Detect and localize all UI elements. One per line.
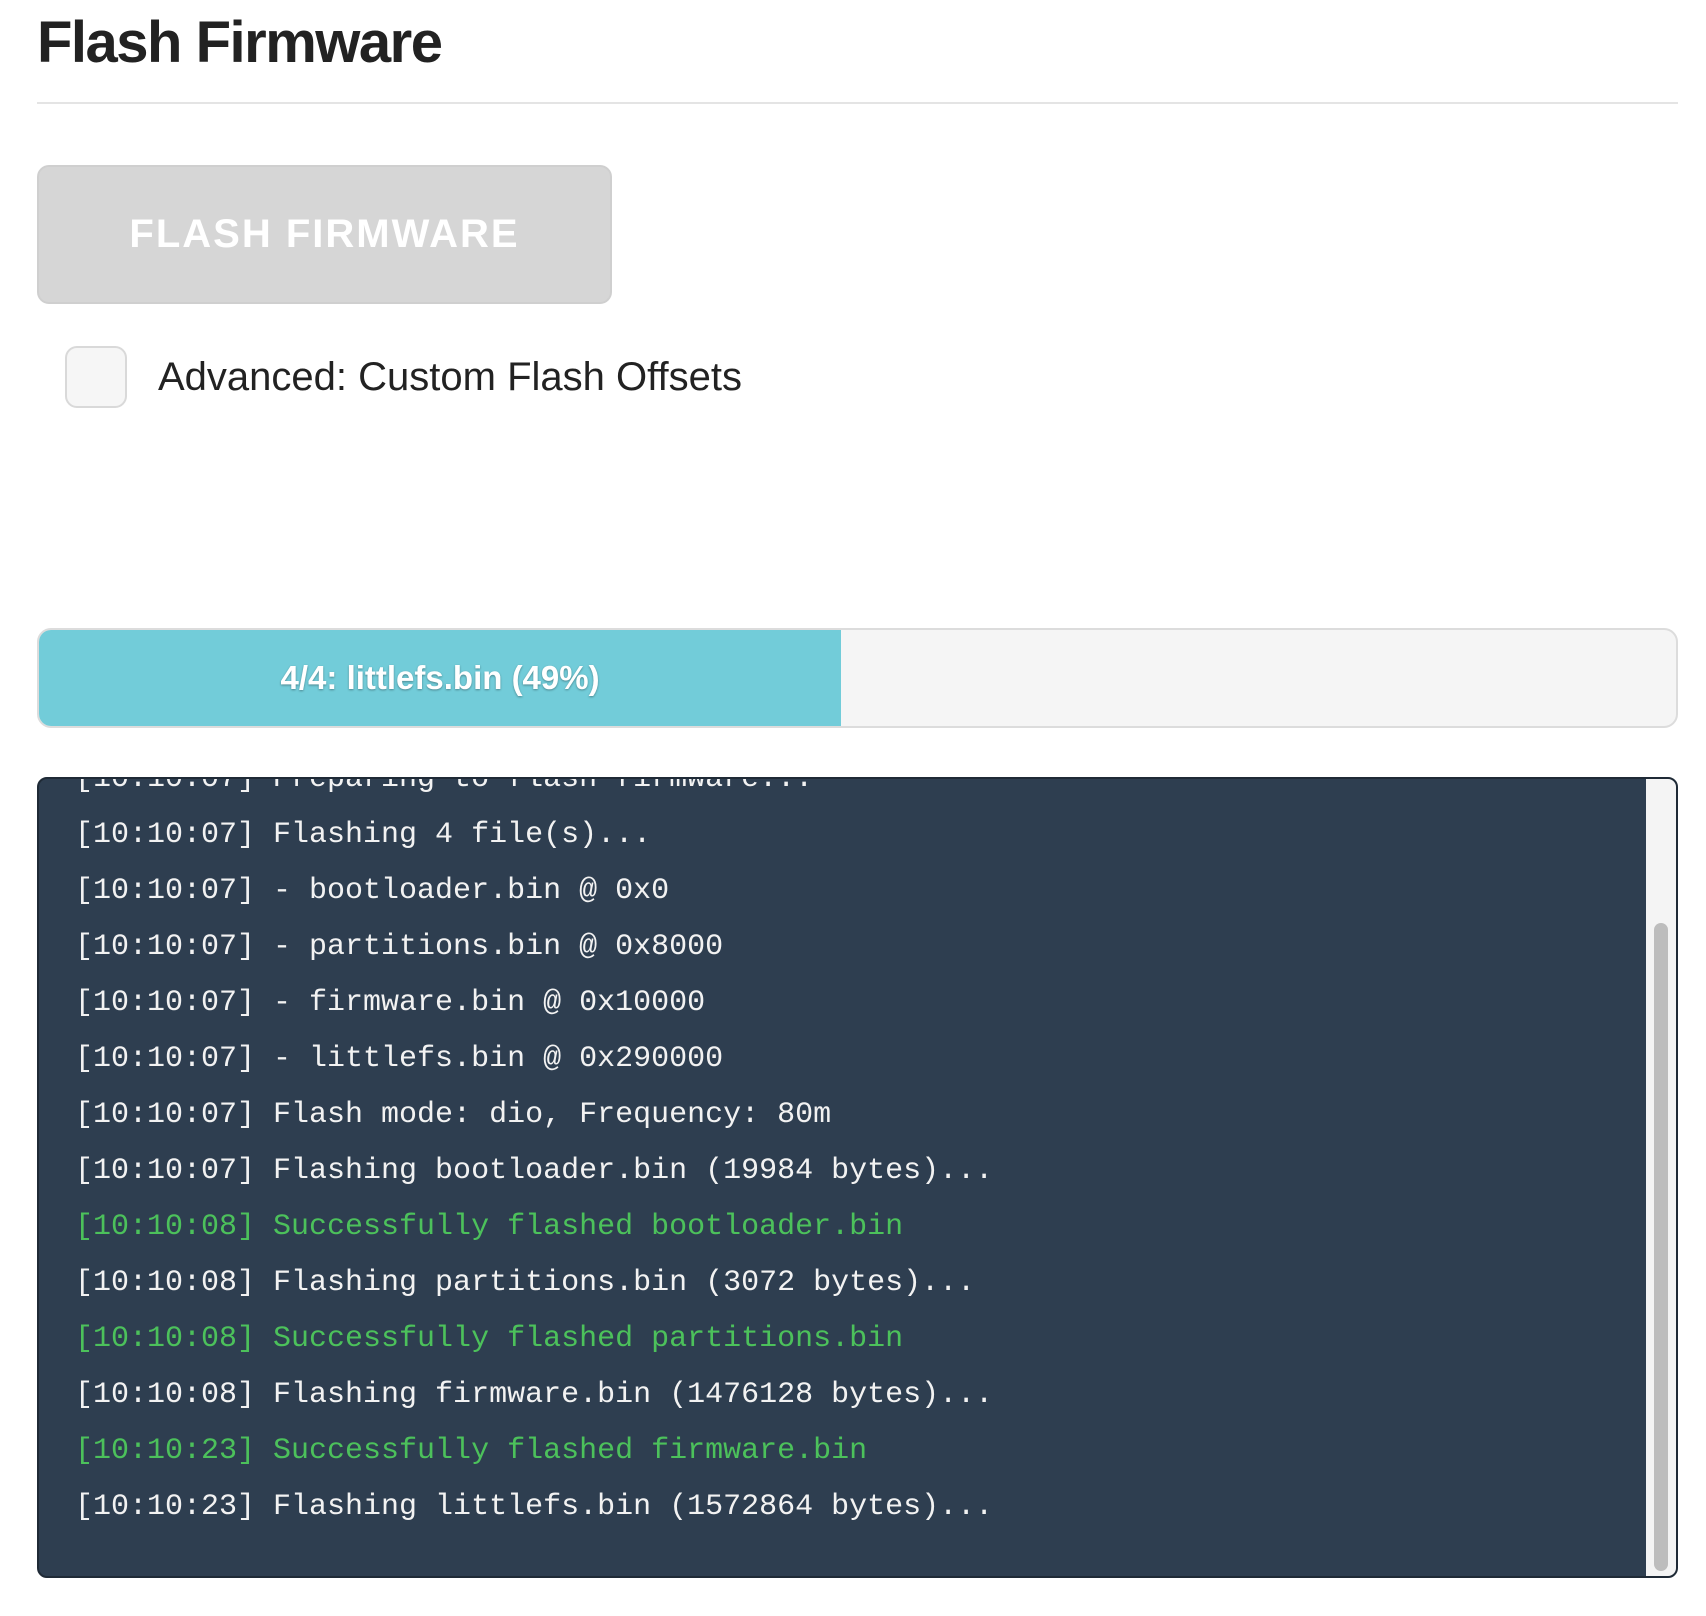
log-line: [10:10:07] - bootloader.bin @ 0x0 (75, 874, 670, 908)
advanced-offsets-option[interactable]: Advanced: Custom Flash Offsets (65, 344, 742, 410)
log-line: [10:10:07] Flash mode: dio, Frequency: 8… (75, 1098, 832, 1132)
log-line: [10:10:08] Flashing partitions.bin (3072… (75, 1266, 976, 1300)
progress-label: 4/4: littlefs.bin (49%) (280, 659, 600, 696)
log-lines: [10:10:07] Preparing to flash firmware..… (75, 777, 1636, 1535)
page-title: Flash Firmware (37, 10, 443, 75)
log-scroll-thumb[interactable] (1654, 923, 1668, 1571)
progress-fill: 4/4: littlefs.bin (49%) (39, 630, 842, 726)
log-line: [10:10:07] - partitions.bin @ 0x8000 (75, 930, 724, 964)
log-line: [10:10:07] - littlefs.bin @ 0x290000 (75, 1042, 724, 1076)
advanced-offsets-label[interactable]: Advanced: Custom Flash Offsets (158, 354, 742, 399)
log-line-success: [10:10:23] Successfully flashed firmware… (75, 1434, 868, 1468)
flash-progress-bar: 4/4: littlefs.bin (49%) (37, 628, 1678, 728)
log-line-success: [10:10:08] Successfully flashed partitio… (75, 1322, 904, 1356)
advanced-offsets-checkbox[interactable] (65, 346, 127, 408)
log-line: [10:10:23] Flashing littlefs.bin (157286… (75, 1490, 994, 1524)
log-line-success: [10:10:08] Successfully flashed bootload… (75, 1210, 904, 1244)
log-line: [10:10:07] - firmware.bin @ 0x10000 (75, 986, 706, 1020)
log-line: [10:10:07] Flashing 4 file(s)... (75, 818, 652, 852)
log-line: [10:10:07] Preparing to flash firmware..… (75, 777, 814, 796)
log-scrollbar[interactable] (1646, 779, 1676, 1576)
log-line: [10:10:08] Flashing firmware.bin (147612… (75, 1378, 994, 1412)
flash-log-console[interactable]: [10:10:07] Preparing to flash firmware..… (37, 777, 1678, 1578)
flash-firmware-page: Flash Firmware FLASH FIRMWARE Advanced: … (37, 0, 1678, 1578)
title-divider (37, 102, 1678, 104)
log-line: [10:10:07] Flashing bootloader.bin (1998… (75, 1154, 994, 1188)
flash-firmware-button[interactable]: FLASH FIRMWARE (37, 165, 612, 304)
